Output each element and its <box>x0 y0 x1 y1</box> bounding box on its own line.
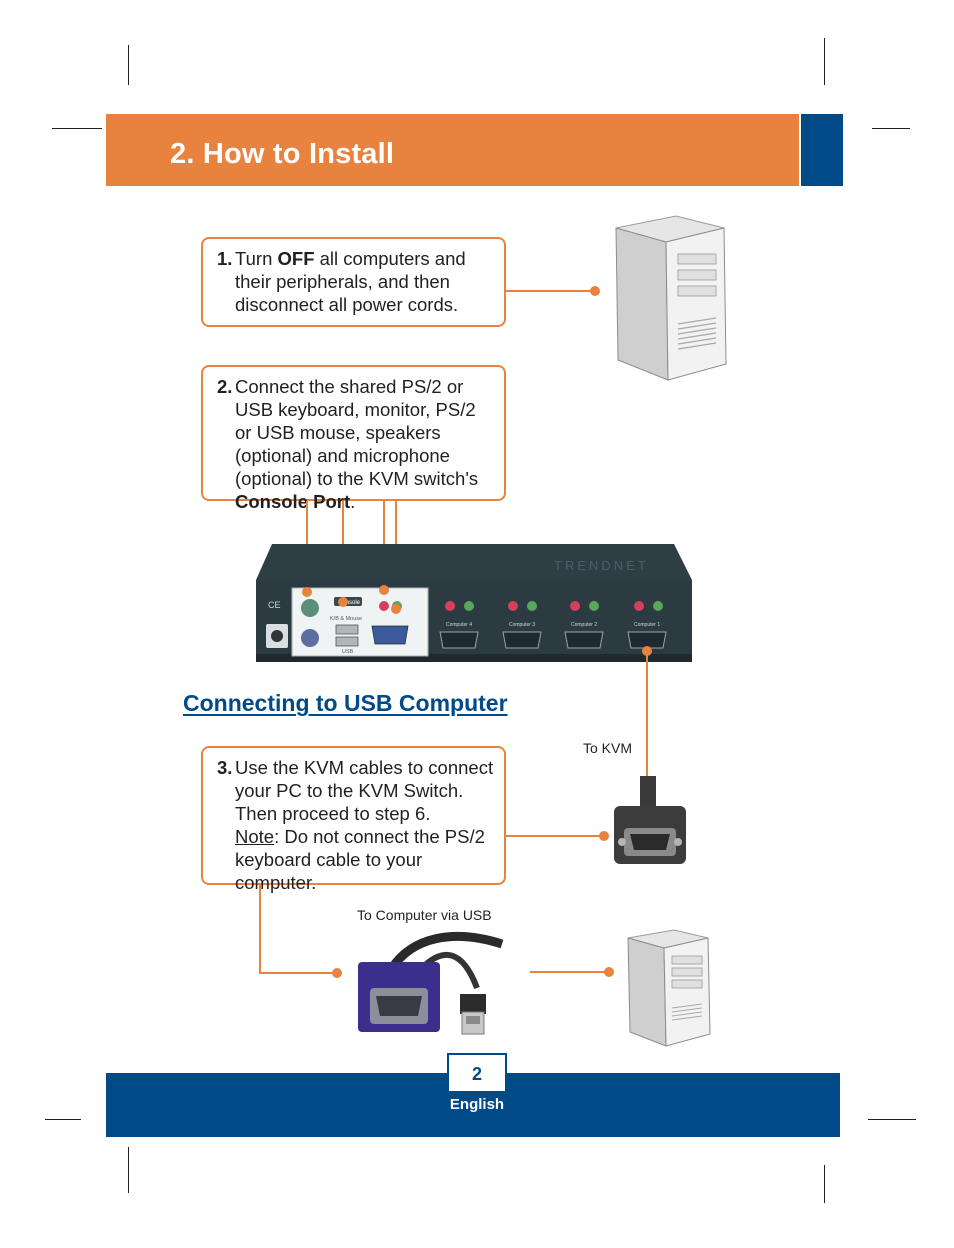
language-label: English <box>449 1096 505 1113</box>
svg-text:Computer 1: Computer 1 <box>634 622 660 628</box>
page-title: 2. How to Install <box>170 138 395 170</box>
page-number: 2 <box>447 1053 507 1093</box>
crop-mark <box>128 1147 129 1193</box>
connector-dot <box>302 587 312 597</box>
connector-dot <box>379 585 389 595</box>
svg-text:Computer 3: Computer 3 <box>509 622 535 628</box>
step-text: Turn OFF all computers and their periphe… <box>235 248 466 315</box>
caption-to-kvm: To KVM <box>583 740 633 756</box>
step-text: Connect the shared PS/2 or USB keyboard,… <box>235 376 479 512</box>
desktop-computer-icon <box>615 215 727 381</box>
connector-line <box>646 650 648 780</box>
kvm-usb-cable-icon <box>358 931 504 1035</box>
step-3-box: 3. Use the KVM cables to connect your PC… <box>201 746 506 893</box>
crop-mark <box>45 1119 81 1120</box>
crop-mark <box>824 1165 825 1203</box>
kvm-switch-back-panel: TRENDNET CE Console K/B & Mouse USB Comp… <box>256 544 692 662</box>
step-1-box: 1. Turn OFF all computers and their peri… <box>201 237 506 327</box>
crop-mark <box>52 128 102 129</box>
svg-text:Console: Console <box>338 600 361 606</box>
crop-mark <box>872 128 910 129</box>
step-text: Use the KVM cables to connect your PC to… <box>235 757 494 893</box>
svg-text:K/B & Mouse: K/B & Mouse <box>330 616 362 622</box>
brand-logo: TRENDNET <box>554 558 649 573</box>
svg-text:CE: CE <box>268 600 281 610</box>
connector-line <box>506 290 594 292</box>
caption-to-computer: To Computer via USB <box>357 907 492 923</box>
svg-text:Computer 2: Computer 2 <box>571 622 597 628</box>
step-number: 2. <box>217 376 233 397</box>
connector-dot <box>590 286 600 296</box>
section-heading: Connecting to USB Computer <box>183 690 508 716</box>
connector-line <box>530 971 606 973</box>
connector-line <box>506 835 602 837</box>
svg-text:Computer 4: Computer 4 <box>446 622 472 628</box>
header-bar <box>106 114 799 186</box>
connector-dot <box>338 597 348 607</box>
crop-mark <box>128 45 129 85</box>
connector-dot <box>332 968 342 978</box>
connector-dot <box>391 604 401 614</box>
vga-cable-connector-icon <box>614 776 686 864</box>
step-number: 1. <box>217 248 233 269</box>
connector-dot <box>604 967 614 977</box>
crop-mark <box>824 38 825 85</box>
connector-dot <box>599 831 609 841</box>
svg-text:USB: USB <box>342 649 354 655</box>
desktop-computer-icon <box>627 929 711 1047</box>
computer-port-group: Computer 4 Computer 3 Computer 2 Compute… <box>439 601 667 649</box>
connector-line <box>259 885 261 974</box>
step-2-box: 2. Connect the shared PS/2 or USB keyboa… <box>201 365 506 512</box>
step-number: 3. <box>217 757 233 778</box>
header-accent-block <box>801 114 843 186</box>
crop-mark <box>868 1119 916 1120</box>
connector-line <box>259 972 335 974</box>
